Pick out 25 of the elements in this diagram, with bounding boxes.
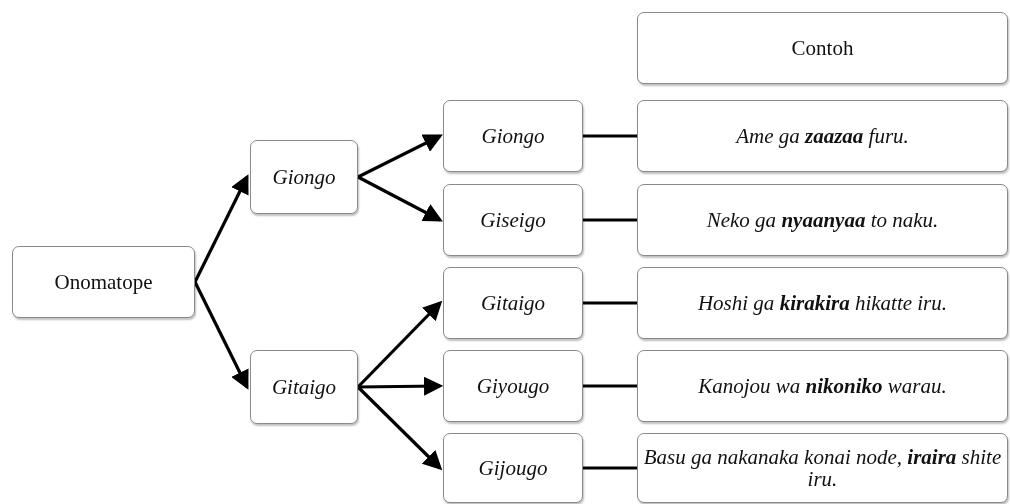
category-box: Onomatope <box>12 246 195 318</box>
arrow <box>193 281 249 390</box>
connector-line <box>583 384 637 388</box>
arrow <box>357 376 444 396</box>
example-box: Neko ga nyaanyaa to naku. <box>637 184 1008 256</box>
arrow <box>356 385 443 471</box>
category-box: Gitaigo <box>443 267 583 339</box>
example-box: Basu ga nakanaka konai node, iraira shite iru. <box>637 433 1008 503</box>
example-box: Ame ga zaazaa furu. <box>637 100 1008 172</box>
connector-line <box>583 218 637 222</box>
arrow <box>193 174 249 283</box>
example-box: Hoshi ga kirakira hikatte iru. <box>637 267 1008 339</box>
connector-line <box>583 134 637 138</box>
category-box: Giongo <box>250 140 358 214</box>
connector-line <box>583 301 637 305</box>
arrow <box>357 134 443 179</box>
category-box: Gitaigo <box>250 350 358 424</box>
header-box: Contoh <box>637 12 1008 84</box>
category-box: Gijougo <box>443 433 583 503</box>
connector-line <box>583 466 637 470</box>
category-box: Giongo <box>443 100 583 172</box>
category-box: Giseigo <box>443 184 583 256</box>
arrow <box>357 175 443 222</box>
category-box: Giyougo <box>443 350 583 422</box>
example-box: Kanojou wa nikoniko warau. <box>637 350 1008 422</box>
